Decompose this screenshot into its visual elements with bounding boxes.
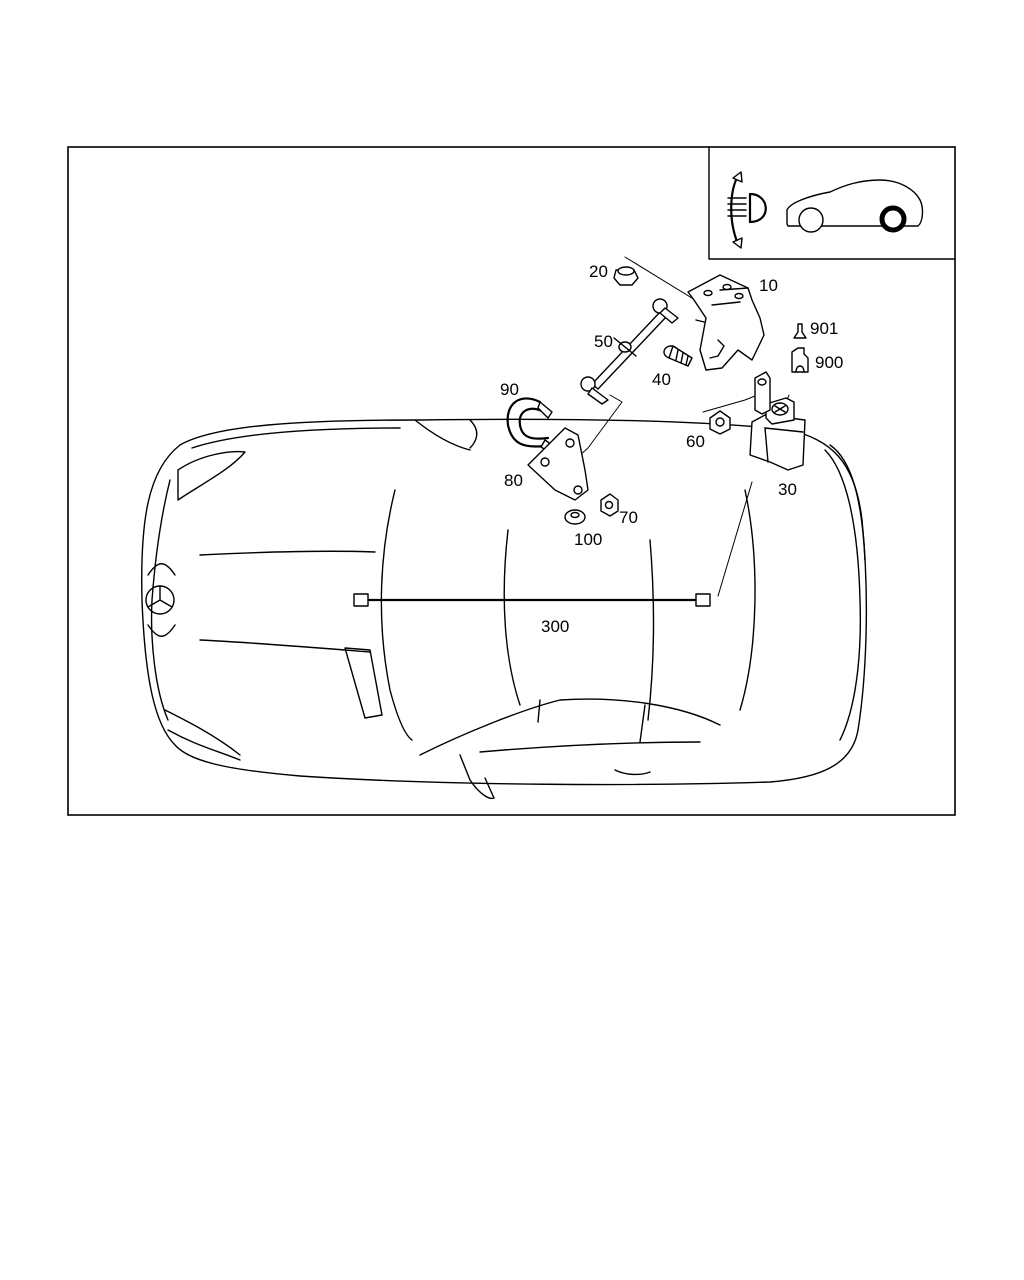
diagram-frame xyxy=(67,146,956,816)
part-50-coupling-rod xyxy=(580,298,679,405)
part-901-pin xyxy=(793,323,807,339)
mercedes-star-logo xyxy=(145,585,175,615)
inset-symbol-box xyxy=(708,146,956,260)
leader-lines xyxy=(579,256,790,597)
car-outline xyxy=(141,418,868,800)
callout-100: 100 xyxy=(574,530,602,549)
callout-20: 20 xyxy=(589,262,608,281)
part-900-connector xyxy=(791,347,809,373)
part-60-nut xyxy=(709,410,731,435)
callout-40: 40 xyxy=(652,370,671,389)
callout-10: 10 xyxy=(759,276,778,295)
callout-70: 70 xyxy=(619,508,638,527)
callout-labels: 10 20 30 40 50 60 70 80 90 100 300 900 9… xyxy=(500,262,843,636)
callout-80: 80 xyxy=(504,471,523,490)
headlamp-range-icon xyxy=(727,171,767,249)
part-40-screw xyxy=(663,345,693,367)
part-20-nut xyxy=(613,266,639,286)
part-10-bracket xyxy=(687,274,765,371)
callout-60: 60 xyxy=(686,432,705,451)
callout-901: 901 xyxy=(810,319,838,338)
callout-50: 50 xyxy=(594,332,613,351)
part-80-holder xyxy=(527,427,589,501)
car-rear-axle-icon xyxy=(786,179,924,233)
part-100-washer xyxy=(564,509,586,525)
callout-90: 90 xyxy=(500,380,519,399)
callout-300: 300 xyxy=(541,617,569,636)
callout-900: 900 xyxy=(815,353,843,372)
part-90-u-bolt xyxy=(506,397,557,455)
part-30-level-sensor xyxy=(749,371,806,471)
part-300-cable xyxy=(353,593,711,607)
part-70-nut xyxy=(600,493,619,517)
callout-30: 30 xyxy=(778,480,797,499)
